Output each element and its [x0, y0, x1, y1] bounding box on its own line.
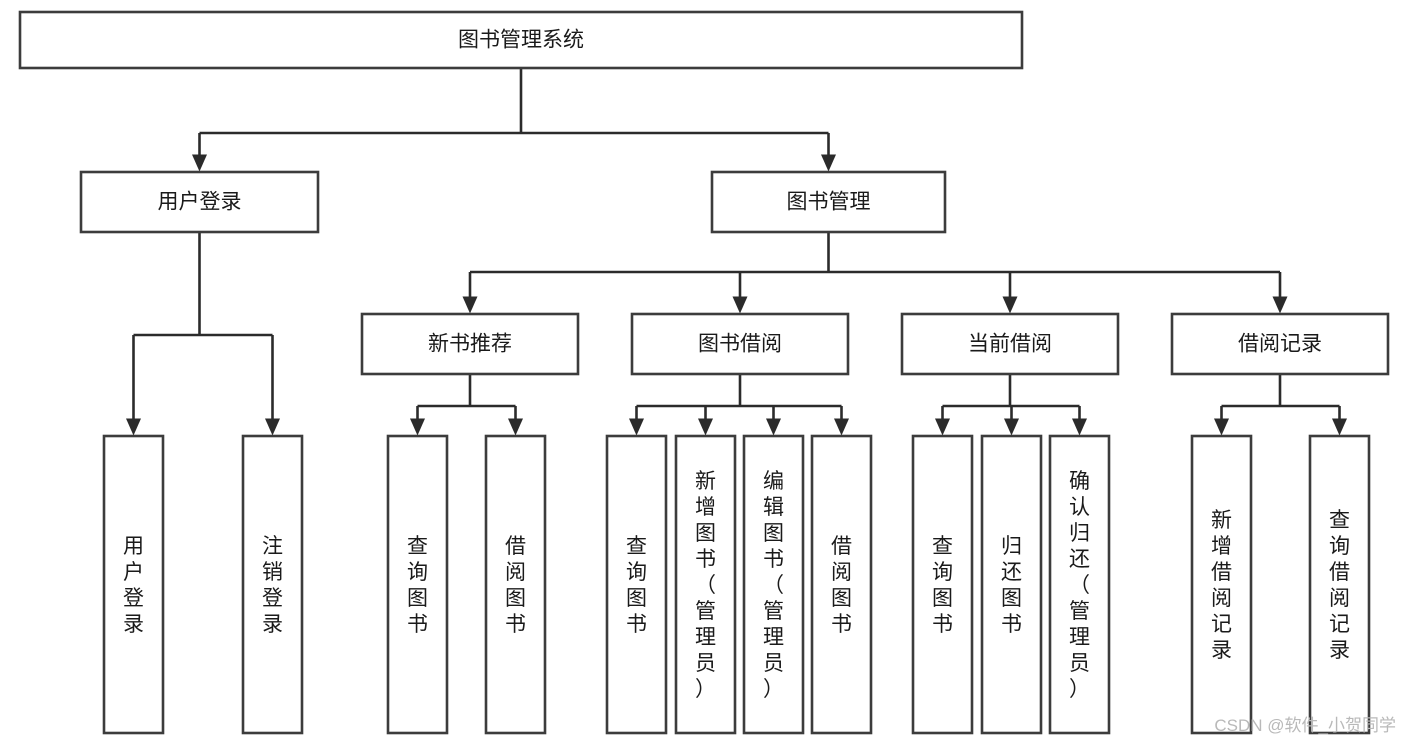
node-leaf-query-book-current[interactable]: 查询图书: [911, 434, 974, 735]
node-box[interactable]: [605, 434, 668, 735]
node-user-login[interactable]: 用户登录: [79, 170, 320, 234]
arrow-head-icon: [1214, 418, 1229, 436]
arrow-head-icon: [821, 154, 836, 172]
node-leaf-confirm-return-admin[interactable]: 确认归还（管理员）: [1048, 434, 1111, 735]
node-label: 查询图书: [407, 535, 428, 636]
node-label: 用户登录: [123, 535, 144, 636]
arrow-head-icon: [1072, 418, 1087, 436]
arrow-head-icon: [698, 418, 713, 436]
node-new-book-recommend[interactable]: 新书推荐: [360, 312, 580, 376]
arrow-head-icon: [629, 418, 644, 436]
node-box[interactable]: [900, 312, 1120, 376]
node-label: 图书借阅: [698, 333, 782, 356]
arrow-head-icon: [1004, 418, 1019, 436]
node-box[interactable]: [911, 434, 974, 735]
node-leaf-query-book-recommend[interactable]: 查询图书: [386, 434, 449, 735]
node-leaf-logout-login[interactable]: 注销登录: [241, 434, 304, 735]
node-leaf-return-book[interactable]: 归还图书: [980, 434, 1043, 735]
node-box[interactable]: [674, 434, 737, 735]
node-leaf-borrow-book[interactable]: 借阅图书: [810, 434, 873, 735]
arrow-head-icon: [1002, 296, 1018, 314]
node-box[interactable]: [1308, 434, 1371, 735]
node-label: 新增图书（管理员）: [695, 470, 716, 701]
node-leaf-borrow-book-recommend[interactable]: 借阅图书: [484, 434, 547, 735]
node-leaf-add-book-admin[interactable]: 新增图书（管理员）: [674, 434, 737, 735]
arrow-head-icon: [265, 418, 280, 436]
node-current-borrow[interactable]: 当前借阅: [900, 312, 1120, 376]
node-box[interactable]: [980, 434, 1043, 735]
node-root-root[interactable]: 图书管理系统: [18, 10, 1024, 70]
node-box[interactable]: [1190, 434, 1253, 735]
node-box[interactable]: [102, 434, 165, 735]
csdn-watermark: CSDN @软件_小贺同学: [1214, 716, 1396, 735]
node-box[interactable]: [630, 312, 850, 376]
connectors-layer: [126, 68, 1347, 436]
node-borrow-records[interactable]: 借阅记录: [1170, 312, 1390, 376]
node-label: 查询借阅记录: [1329, 509, 1350, 662]
node-label: 注销登录: [262, 535, 283, 636]
arrow-head-icon: [834, 418, 849, 436]
node-label: 编辑图书（管理员）: [763, 470, 784, 701]
node-box[interactable]: [1170, 312, 1390, 376]
arrow-head-icon: [508, 418, 523, 436]
node-label: 图书管理: [787, 191, 871, 214]
node-box[interactable]: [360, 312, 580, 376]
arrow-head-icon: [935, 418, 950, 436]
node-label: 借阅图书: [831, 535, 852, 636]
node-leaf-edit-book-admin[interactable]: 编辑图书（管理员）: [742, 434, 805, 735]
node-label: 借阅图书: [505, 535, 526, 636]
arrow-head-icon: [1332, 418, 1347, 436]
node-label: 确认归还（管理员）: [1069, 470, 1090, 701]
node-box[interactable]: [810, 434, 873, 735]
node-box[interactable]: [386, 434, 449, 735]
node-book-management[interactable]: 图书管理: [710, 170, 947, 234]
node-box[interactable]: [18, 10, 1024, 70]
node-leaf-query-book-borrow[interactable]: 查询图书: [605, 434, 668, 735]
node-label: 图书管理系统: [458, 29, 584, 52]
node-box[interactable]: [484, 434, 547, 735]
node-box[interactable]: [79, 170, 320, 234]
arrow-head-icon: [766, 418, 781, 436]
arrow-head-icon: [1272, 296, 1288, 314]
node-label: 新书推荐: [428, 333, 512, 356]
node-leaf-query-borrow-record[interactable]: 查询借阅记录: [1308, 434, 1371, 735]
node-label: 借阅记录: [1238, 333, 1322, 356]
node-label: 查询图书: [626, 535, 647, 636]
node-label: 新增借阅记录: [1211, 509, 1232, 662]
arrow-head-icon: [192, 154, 207, 172]
node-leaf-add-borrow-record[interactable]: 新增借阅记录: [1190, 434, 1253, 735]
node-label: 归还图书: [1001, 535, 1022, 636]
arrow-head-icon: [126, 418, 141, 436]
node-label: 用户登录: [158, 191, 242, 214]
node-box[interactable]: [1048, 434, 1111, 735]
node-box[interactable]: [742, 434, 805, 735]
arrow-head-icon: [410, 418, 425, 436]
node-leaf-user-login[interactable]: 用户登录: [102, 434, 165, 735]
node-box[interactable]: [710, 170, 947, 234]
node-book-borrow[interactable]: 图书借阅: [630, 312, 850, 376]
arrow-head-icon: [462, 296, 478, 314]
nodes-layer: 图书管理系统用户登录图书管理新书推荐图书借阅当前借阅借阅记录用户登录注销登录查询…: [18, 10, 1390, 735]
node-box[interactable]: [241, 434, 304, 735]
node-label: 查询图书: [932, 535, 953, 636]
node-label: 当前借阅: [968, 333, 1052, 356]
arrow-head-icon: [732, 296, 748, 314]
